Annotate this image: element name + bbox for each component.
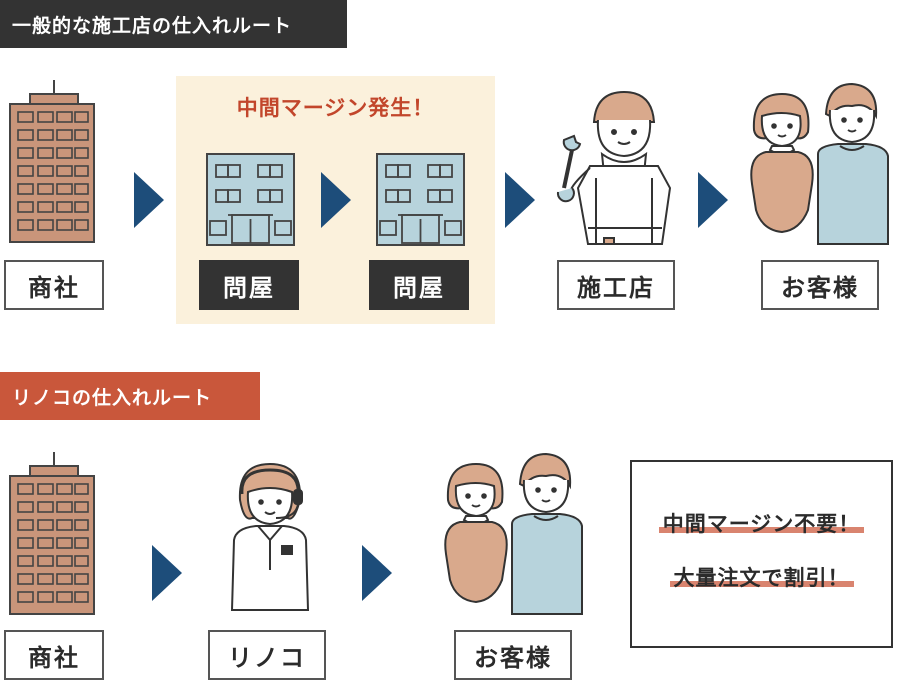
merit-no-margin-text: 中間マージン不要！ — [658, 512, 865, 536]
margin-note: 中間マージン発生！ — [236, 96, 435, 120]
label-rinoco: リノコ — [208, 630, 326, 680]
merit-bulk-discount-text: 大量注文で割引！ — [669, 566, 854, 590]
arrow-right-icon — [505, 172, 535, 228]
office-building-icon — [9, 80, 95, 243]
label-wholesaler-1: 問屋 — [199, 260, 299, 310]
worker-with-wrench-icon — [556, 90, 672, 245]
arrow-right-icon — [362, 545, 392, 601]
arrow-right-icon — [698, 172, 728, 228]
label-trading-company-2: 商社 — [4, 630, 104, 680]
rinoco-route-title-text: リノコの仕入れルート — [12, 386, 213, 409]
label-contractor: 施工店 — [557, 260, 675, 310]
arrow-right-icon — [321, 172, 351, 228]
general-route-title: 一般的な施工店の仕入れルート — [0, 0, 347, 48]
merit-no-margin: 中間マージン不要！ — [630, 508, 893, 538]
label-trading-company: 商社 — [4, 260, 104, 310]
operator-with-headset-icon — [230, 462, 310, 611]
arrow-right-icon — [134, 172, 164, 228]
wholesale-building-icon — [206, 153, 295, 246]
label-wholesaler-2: 問屋 — [369, 260, 469, 310]
rinoco-route-title: リノコの仕入れルート — [0, 372, 260, 420]
label-customer: お客様 — [761, 260, 879, 310]
general-route-title-text: 一般的な施工店の仕入れルート — [12, 14, 293, 37]
customer-couple-icon — [444, 452, 583, 615]
wholesale-building-icon — [376, 153, 465, 246]
merit-bulk-discount: 大量注文で割引！ — [630, 562, 893, 592]
arrow-right-icon — [152, 545, 182, 601]
customer-couple-icon — [750, 82, 889, 245]
label-customer-2: お客様 — [454, 630, 572, 680]
office-building-icon — [9, 452, 95, 615]
merit-box — [630, 460, 893, 648]
